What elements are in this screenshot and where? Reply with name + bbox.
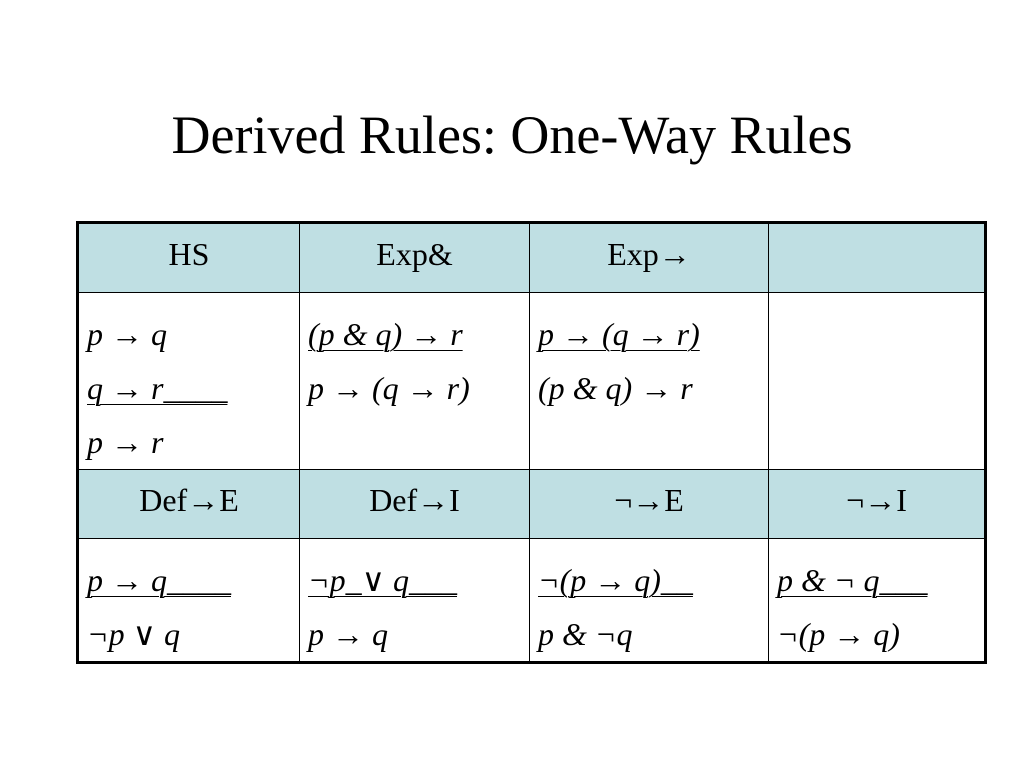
rule-line-conclusion: p → r	[87, 424, 164, 460]
rule-cell-exp-and: (p & q) → r p → (q → r)	[299, 292, 530, 470]
header-hs: HS	[77, 222, 300, 293]
rule-line-conclusion: ¬p ∨ q	[87, 616, 181, 652]
rule-cell-def-arrow-i: ¬p_∨ q___ p → q	[299, 538, 530, 663]
rule-line-conclusion: p → (q → r)	[308, 370, 470, 406]
rule-line-conclusion: (p & q) → r	[538, 370, 693, 406]
rule-line: p → q	[87, 316, 167, 352]
rule-line-premise: (p & q) → r	[308, 316, 463, 352]
rule-line-conclusion: ¬(p → q)	[777, 616, 900, 652]
rule-row-1: p → q q → r____ p → r (p & q) → r p → (q…	[77, 292, 986, 470]
header-neg-arrow-i: ¬→I	[768, 469, 986, 539]
rule-row-2: p → q____ ¬p ∨ q ¬p_∨ q___ p → q ¬(p → q…	[77, 538, 986, 663]
rule-line-premise: p → q____	[87, 562, 231, 598]
rules-table: HS Exp& Exp→ p → q q → r____ p → r (p & …	[76, 221, 987, 664]
rule-line-premise: p & ¬ q___	[777, 562, 928, 598]
header-def-arrow-i: Def→I	[299, 469, 530, 539]
header-neg-arrow-e: ¬→E	[529, 469, 769, 539]
header-def-arrow-e: Def→E	[77, 469, 300, 539]
rule-cell-empty	[768, 292, 986, 470]
slide-title: Derived Rules: One-Way Rules	[171, 105, 853, 165]
header-exp-and: Exp&	[299, 222, 530, 293]
rule-line-conclusion: p → q	[308, 616, 388, 652]
rule-cell-def-arrow-e: p → q____ ¬p ∨ q	[77, 538, 300, 663]
rule-cell-exp-arrow: p → (q → r) (p & q) → r	[529, 292, 769, 470]
rule-cell-hs: p → q q → r____ p → r	[77, 292, 300, 470]
header-row-2: Def→E Def→I ¬→E ¬→I	[77, 469, 986, 539]
rule-line-premise: q → r____	[87, 370, 228, 406]
rule-line-premise: ¬(p → q)__	[538, 562, 693, 598]
header-empty	[768, 222, 986, 293]
rule-cell-neg-arrow-e: ¬(p → q)__ p & ¬q	[529, 538, 769, 663]
rule-line-premise: ¬p_∨ q___	[308, 562, 458, 598]
rule-cell-neg-arrow-i: p & ¬ q___ ¬(p → q)	[768, 538, 986, 663]
header-exp-arrow: Exp→	[529, 222, 769, 293]
rule-line-premise: p → (q → r)	[538, 316, 700, 352]
rule-line-conclusion: p & ¬q	[538, 616, 633, 652]
header-row-1: HS Exp& Exp→	[77, 222, 986, 293]
